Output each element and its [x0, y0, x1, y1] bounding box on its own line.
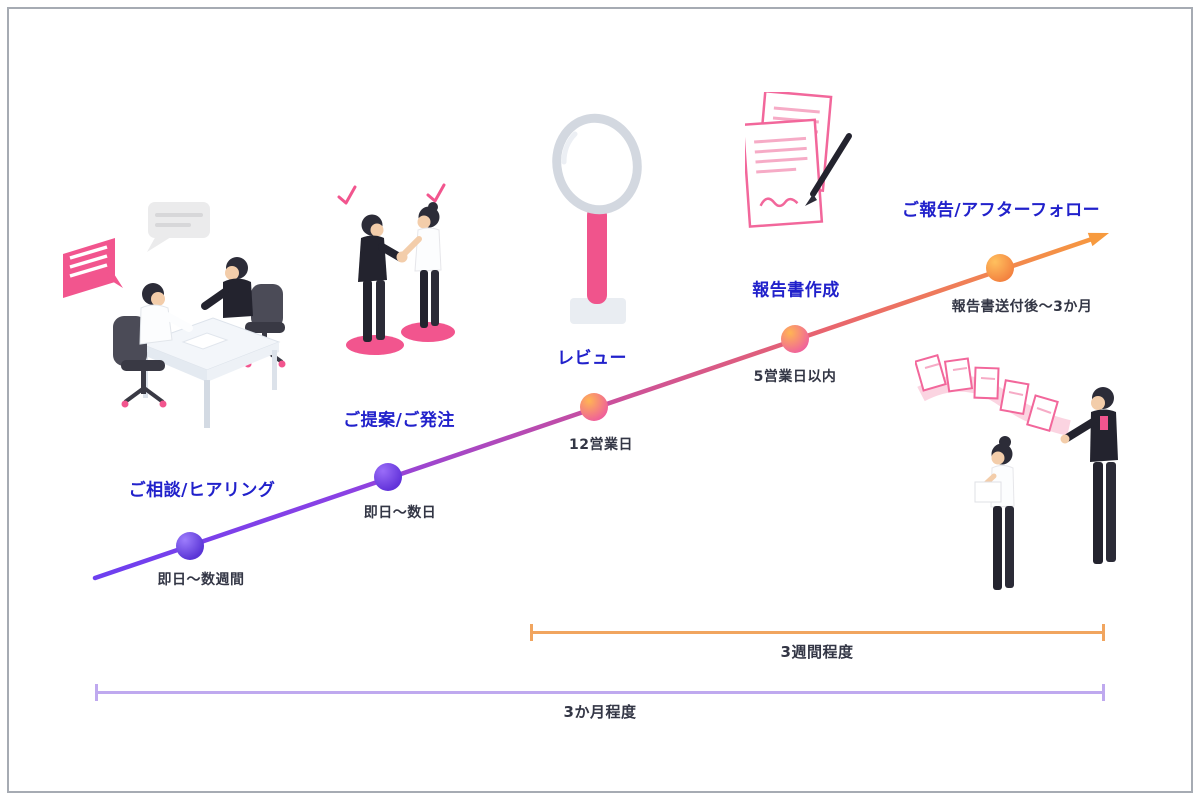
step-label-report: 報告書作成 [752, 280, 840, 301]
arrowhead-icon [1087, 232, 1109, 247]
step-label-proposal: ご提案/ご発注 [343, 410, 455, 431]
range-label-weeks: 3週間程度 [780, 643, 854, 661]
step-label-followup: ご報告/アフターフォロー [901, 200, 1101, 221]
step-label-consultation: ご相談/ヒアリング [128, 480, 276, 501]
range-bracket-months [95, 684, 1105, 701]
step-duration-followup: 報告書送付後〜3か月 [951, 299, 1093, 315]
range-bracket-weeks [530, 624, 1105, 641]
step-duration-review: 12営業日 [569, 437, 633, 453]
person-reading-icon [974, 436, 1015, 590]
range-label-months: 3か月程度 [563, 703, 637, 721]
person-right-icon [201, 257, 253, 318]
timeline-dot-1 [176, 532, 204, 560]
person-presenting-icon [1060, 387, 1118, 564]
office-chair-left-icon [113, 316, 167, 408]
magnifier-lens-icon [552, 113, 642, 215]
timeline-dot-4 [781, 325, 809, 353]
document-front-icon [745, 118, 824, 228]
step-duration-consultation: 即日〜数週間 [157, 572, 245, 588]
speech-bubble-pink-icon [63, 238, 123, 298]
magnifier-handle-icon [587, 206, 607, 304]
step-duration-proposal: 即日〜数日 [363, 505, 437, 521]
meeting-illustration [63, 202, 286, 428]
timeline-dot-5 [986, 254, 1014, 282]
businesswoman-icon [400, 202, 442, 328]
speech-bubble-gray-icon [147, 202, 210, 252]
timeline-dot-2 [374, 463, 402, 491]
open-report-icon [974, 481, 1002, 503]
check-mark-icon [337, 185, 357, 205]
magnifier-illustration [552, 113, 642, 324]
report-delivery-illustration [915, 354, 1118, 590]
handshake-hands-icon [396, 251, 408, 263]
step-duration-report: 5営業日以内 [753, 369, 837, 385]
businessman-icon [358, 214, 405, 342]
step-label-review: レビュー [557, 348, 627, 369]
handshake-illustration [337, 183, 455, 355]
report-writing-illustration [745, 92, 852, 228]
timeline-dot-3 [580, 393, 608, 421]
magnifier-stand-icon [570, 298, 626, 324]
check-mark-icon [426, 183, 446, 203]
pen-icon [805, 133, 852, 206]
table-icon [139, 317, 281, 428]
person-left-icon [139, 283, 193, 345]
